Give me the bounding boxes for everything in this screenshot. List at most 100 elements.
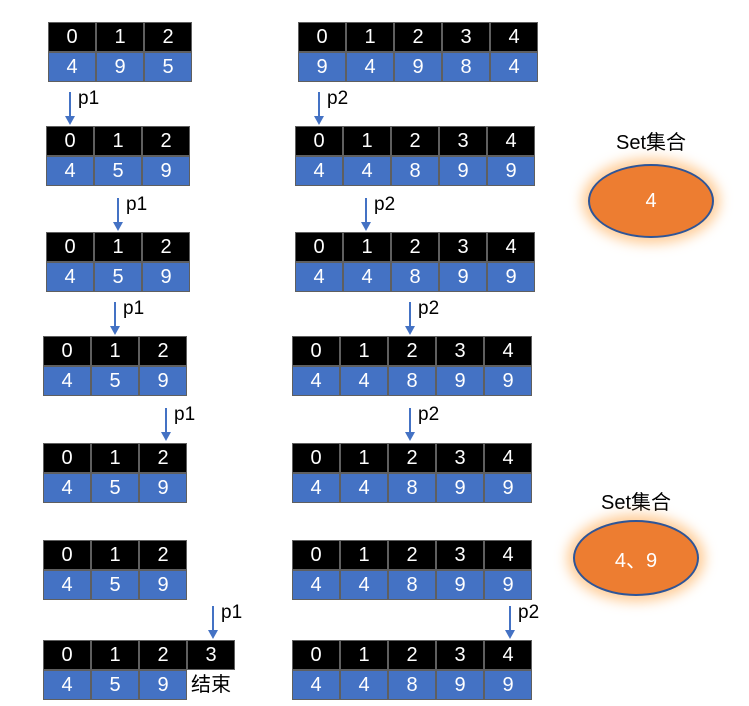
value-cell: 9	[298, 52, 346, 82]
index-cell: 2	[142, 232, 190, 262]
index-cell: 0	[298, 22, 346, 52]
value-cell: 5	[91, 570, 139, 600]
value-cell: 8	[388, 473, 436, 503]
index-cell: 1	[91, 640, 139, 670]
value-cell: 9	[436, 473, 484, 503]
down-arrow-icon	[110, 302, 120, 335]
value-cell: 5	[94, 156, 142, 186]
index-cell: 2	[388, 443, 436, 473]
pointer-label: p1	[221, 602, 243, 623]
array-a2-value-row: 4 5 9	[46, 262, 190, 292]
value-cell: 9	[436, 670, 484, 700]
array-a2-index-row: 0 1 2	[46, 232, 190, 262]
value-cell: 9	[96, 52, 144, 82]
pointer-label: p2	[374, 194, 396, 215]
pointer-label: p1	[78, 88, 100, 109]
value-cell: 9	[484, 670, 532, 700]
array-b5-value-row: 4 4 8 9 9	[292, 570, 532, 600]
down-arrow-icon	[113, 198, 123, 231]
index-cell: 2	[139, 540, 187, 570]
index-cell: 2	[394, 22, 442, 52]
array-a6-index-row: 0 1 2 3	[43, 640, 235, 670]
array-b2-index-row: 0 1 2 3 4	[295, 232, 535, 262]
array-b6-index-row: 0 1 2 3 4	[292, 640, 532, 670]
index-cell: 0	[295, 232, 343, 262]
array-a3-index-row: 0 1 2	[43, 336, 187, 366]
pointer-label: p2	[327, 88, 349, 109]
index-cell: 3	[442, 22, 490, 52]
down-arrow-icon	[505, 606, 515, 639]
down-arrow-icon	[405, 302, 415, 335]
pointer-p1: p1	[160, 404, 195, 442]
pointer-p2: p2	[404, 404, 439, 442]
value-cell: 4	[340, 570, 388, 600]
index-cell: 0	[292, 336, 340, 366]
value-cell: 4	[340, 670, 388, 700]
value-cell: 4	[43, 570, 91, 600]
index-cell: 1	[91, 540, 139, 570]
index-cell: 0	[292, 640, 340, 670]
index-cell: 2	[139, 640, 187, 670]
end-label: 结束	[191, 674, 231, 696]
pointer-p2: p2	[404, 298, 439, 336]
down-arrow-icon	[314, 92, 324, 125]
index-cell: 1	[343, 126, 391, 156]
value-cell: 8	[442, 52, 490, 82]
index-cell: 0	[43, 443, 91, 473]
index-cell: 3	[436, 443, 484, 473]
array-b2-value-row: 4 4 8 9 9	[295, 262, 535, 292]
value-cell: 4	[295, 262, 343, 292]
down-arrow-icon	[405, 408, 415, 441]
value-cell: 9	[439, 262, 487, 292]
index-cell: 2	[391, 232, 439, 262]
array-a4-index-row: 0 1 2	[43, 443, 187, 473]
index-cell: 0	[292, 443, 340, 473]
value-cell: 8	[391, 156, 439, 186]
pointer-label: p2	[518, 602, 540, 623]
value-cell: 8	[388, 670, 436, 700]
value-cell: 9	[139, 670, 187, 700]
value-cell: 4	[343, 156, 391, 186]
value-cell: 4	[490, 52, 538, 82]
array-b1-value-row: 4 4 8 9 9	[295, 156, 535, 186]
down-arrow-icon	[208, 606, 218, 639]
array-b1-index-row: 0 1 2 3 4	[295, 126, 535, 156]
index-cell-out-of-range: 3	[187, 640, 235, 670]
array-a0-value-row: 4 9 5	[48, 52, 192, 82]
value-cell: 4	[46, 262, 94, 292]
value-cell: 9	[487, 262, 535, 292]
value-cell: 9	[394, 52, 442, 82]
pointer-label: p1	[126, 194, 148, 215]
value-cell: 5	[94, 262, 142, 292]
index-cell: 4	[490, 22, 538, 52]
value-cell: 4	[292, 473, 340, 503]
value-cell: 8	[388, 366, 436, 396]
value-cell: 4	[340, 473, 388, 503]
down-arrow-icon	[65, 92, 75, 125]
index-cell: 4	[487, 126, 535, 156]
value-cell: 5	[91, 670, 139, 700]
index-cell: 1	[346, 22, 394, 52]
array-a3-value-row: 4 5 9	[43, 366, 187, 396]
index-cell: 0	[46, 126, 94, 156]
index-cell: 1	[340, 540, 388, 570]
index-cell: 0	[292, 540, 340, 570]
index-cell: 0	[43, 336, 91, 366]
value-cell: 9	[142, 262, 190, 292]
value-cell: 9	[484, 366, 532, 396]
index-cell: 2	[388, 336, 436, 366]
index-cell: 1	[340, 336, 388, 366]
value-cell: 4	[43, 670, 91, 700]
value-cell: 9	[436, 366, 484, 396]
value-cell: 5	[144, 52, 192, 82]
array-b0-value-row: 9 4 9 8 4	[298, 52, 538, 82]
index-cell: 0	[43, 640, 91, 670]
array-a1-value-row: 4 5 9	[46, 156, 190, 186]
index-cell: 0	[43, 540, 91, 570]
value-cell: 4	[46, 156, 94, 186]
index-cell: 4	[487, 232, 535, 262]
index-cell: 3	[439, 126, 487, 156]
value-cell: 4	[343, 262, 391, 292]
pointer-p2: p2	[360, 194, 395, 232]
value-cell: 4	[43, 473, 91, 503]
